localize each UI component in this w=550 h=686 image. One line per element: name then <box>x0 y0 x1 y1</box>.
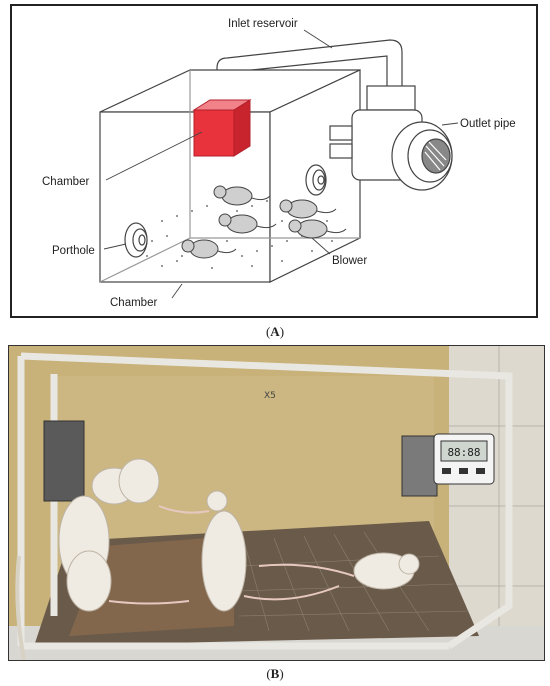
chamber-schematic-figure: Inlet reservoir Outlet pipe Chamber Port… <box>42 18 516 309</box>
porthole-front <box>124 222 148 258</box>
leader-lines <box>103 29 459 299</box>
label-chamber-bottom: Chamber <box>110 297 157 309</box>
brown-pad <box>69 536 234 636</box>
cage-photo: 88:88 X5 <box>9 346 544 660</box>
inlet-reservoir-block <box>192 99 252 157</box>
caption-b-close: ) <box>279 666 284 681</box>
rat-tails <box>108 505 355 605</box>
left-blower-grille <box>43 420 85 502</box>
timer-display: 88:88 <box>447 446 480 459</box>
right-blower-grille <box>401 435 438 497</box>
label-chamber-top: Chamber <box>42 176 89 188</box>
caption-b-letter: B <box>270 666 280 681</box>
digital-timer: 88:88 <box>433 433 495 485</box>
blower-motor <box>329 85 453 191</box>
caption-a-close: ) <box>279 324 285 339</box>
rats-group <box>181 185 347 259</box>
label-blower: Blower <box>332 255 367 267</box>
photo-rats <box>58 458 420 612</box>
caption-a-letter: A <box>270 324 280 339</box>
caption-a-open: ( <box>265 324 271 339</box>
caption-b: (B) <box>0 666 550 682</box>
label-inlet-reservoir: Inlet reservoir <box>228 18 298 30</box>
label-outlet-pipe: Outlet pipe <box>460 118 516 130</box>
photo-panel: 88:88 X5 <box>8 345 545 661</box>
caption-a: (A) <box>0 324 550 340</box>
label-porthole: Porthole <box>52 245 95 257</box>
schematic-panel: Inlet reservoir Outlet pipe Chamber Port… <box>10 4 538 318</box>
porthole-right <box>305 164 327 196</box>
power-cable <box>15 555 26 660</box>
tile-grid <box>449 346 544 660</box>
cage-tag: X5 <box>264 391 276 401</box>
caption-b-open: ( <box>266 666 271 681</box>
